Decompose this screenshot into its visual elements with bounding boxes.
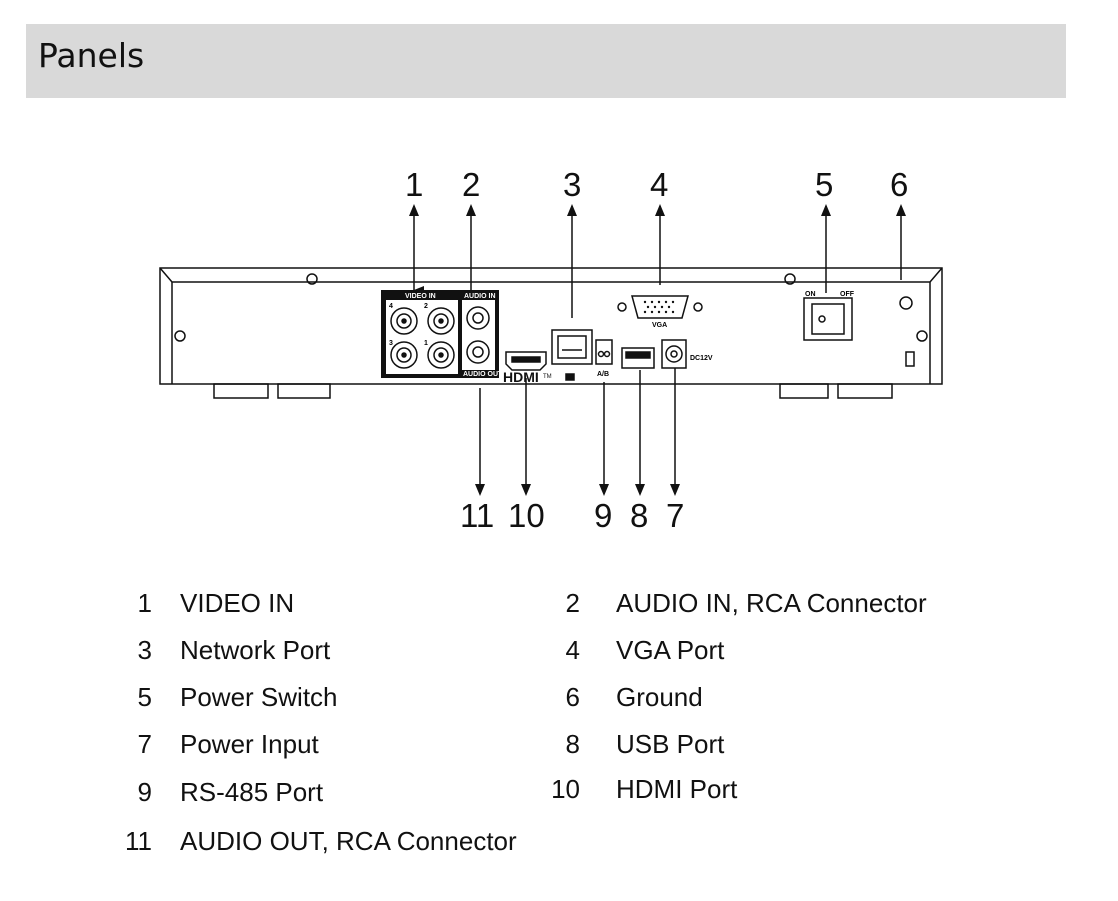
callout-6: 6: [890, 166, 908, 203]
page-title: Panels: [38, 36, 145, 75]
rca-connectors: [466, 306, 490, 364]
legend-number: 7: [137, 729, 152, 759]
legend-text: VIDEO IN: [180, 588, 295, 618]
legend-text: Power Input: [180, 729, 319, 759]
legend-number: 4: [565, 635, 580, 665]
hdmi-logo: HDMI: [503, 369, 539, 385]
legend-text: HDMI Port: [616, 774, 738, 804]
legend-text: Ground: [616, 682, 703, 712]
rs485-port: [595, 339, 613, 365]
callout-5: 5: [815, 166, 833, 203]
callout-9: 9: [594, 497, 612, 534]
vga-pins: [643, 300, 675, 314]
ch2-label: 2: [424, 303, 428, 310]
arrow-heads-top: [409, 204, 906, 216]
legend-text: AUDIO IN, RCA Connector: [616, 588, 927, 618]
legend-number: 8: [565, 729, 580, 759]
power-switch: [803, 297, 853, 341]
bnc-connectors: [390, 307, 455, 369]
dc-power-port: [661, 339, 687, 369]
callout-arrows-bottom: [479, 368, 676, 490]
callout-7: 7: [666, 497, 684, 534]
callout-2: 2: [462, 166, 480, 203]
dc-label: DC12V: [690, 355, 713, 362]
legend-text: VGA Port: [616, 635, 725, 665]
switch-on-label: ON: [805, 291, 816, 298]
callout-11: 11: [460, 497, 494, 534]
video-in-label: VIDEO IN: [405, 293, 436, 300]
section-header: Panels: [26, 24, 1066, 98]
chassis: [159, 267, 943, 399]
legend-text: AUDIO OUT, RCA Connector: [180, 826, 517, 856]
legend-text: Power Switch: [180, 682, 338, 712]
legend-number: 9: [137, 777, 152, 807]
hdmi-port: [505, 351, 547, 371]
vga-label: VGA: [652, 322, 667, 329]
ch4-label: 4: [389, 303, 393, 310]
ch1-label: 1: [424, 340, 428, 347]
legend-text: USB Port: [616, 729, 725, 759]
video-in-area: [386, 300, 458, 374]
network-port: [551, 329, 593, 381]
arrow-heads-bottom: [475, 484, 680, 496]
legend-number: 1: [137, 588, 152, 618]
switch-off-label: OFF: [840, 291, 855, 298]
vga-port: [617, 295, 703, 319]
callout-1: 1: [405, 166, 423, 203]
callout-4: 4: [650, 166, 668, 203]
ch3-label: 3: [389, 340, 393, 347]
legend-number: 10: [551, 774, 580, 804]
callout-3: 3: [563, 166, 581, 203]
hdmi-tm: TM: [543, 374, 552, 380]
usb-port: [621, 347, 655, 369]
legend-number: 2: [565, 588, 580, 618]
audio-in-label: AUDIO IN: [464, 293, 496, 300]
callout-8: 8: [630, 497, 648, 534]
legend-text: Network Port: [180, 635, 331, 665]
rs485-label: A/B: [597, 371, 609, 378]
legend-number: 11: [125, 826, 152, 856]
legend-number: 3: [137, 635, 152, 665]
legend-text: RS-485 Port: [180, 777, 324, 807]
audio-area: [462, 300, 495, 370]
audio-out-label: AUDIO OUT: [463, 371, 503, 378]
callout-10: 10: [508, 497, 545, 534]
legend-number: 5: [137, 682, 152, 712]
legend-number: 6: [565, 682, 580, 712]
